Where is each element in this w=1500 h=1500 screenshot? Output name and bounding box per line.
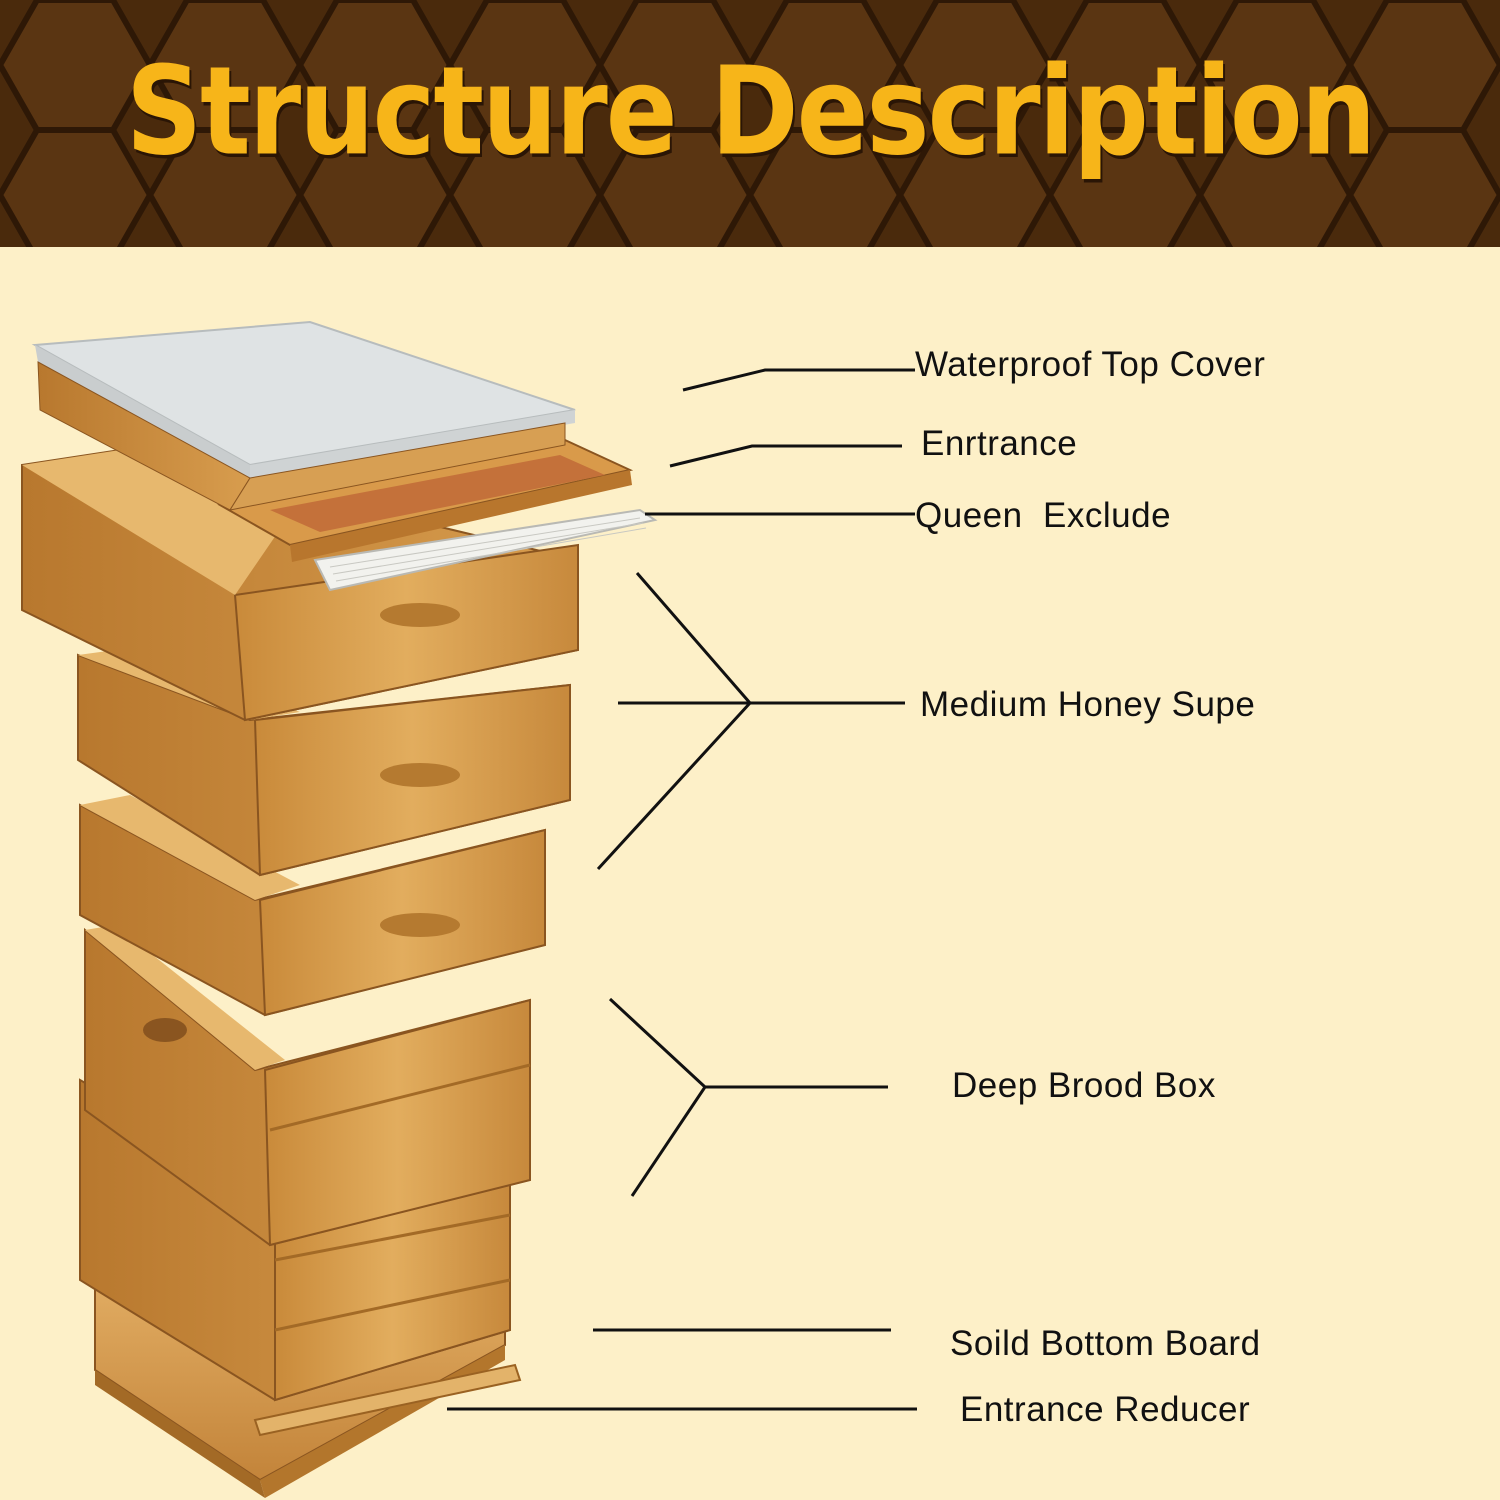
label-entrance-reducer: Entrance Reducer <box>960 1390 1251 1429</box>
brood-box-leader-lower <box>630 1086 707 1197</box>
top-cover <box>31 320 576 511</box>
page-title: Structure Description <box>125 40 1376 183</box>
label-solid-bottom-board: Soild Bottom Board <box>950 1324 1261 1363</box>
leader-lines <box>447 368 917 1411</box>
entrance-reducer <box>253 1363 522 1437</box>
label-deep-brood-box: Deep Brood Box <box>952 1066 1216 1105</box>
top-cover-leader <box>682 368 915 392</box>
honey-super-leader-upper <box>635 572 752 704</box>
brood-box-leader-upper <box>608 997 707 1089</box>
inner-cover <box>217 438 634 562</box>
deep-brood-box-upper <box>84 925 531 1247</box>
label-queen-excluder: Queen Exclude <box>915 496 1172 535</box>
entrance-leader <box>669 444 902 468</box>
diagram-area: Waterproof Top Cover Enrtrance Queen Exc… <box>0 247 1500 1500</box>
honey-super-leader-lower <box>596 701 752 871</box>
label-entrance: Enrtrance <box>921 424 1078 463</box>
header-banner: Structure Description <box>0 0 1500 247</box>
medium-honey-super-3 <box>79 795 546 1017</box>
medium-honey-super-1 <box>21 448 579 722</box>
honeycomb-pattern <box>0 0 1500 247</box>
queen-excluder <box>313 508 658 592</box>
label-medium-honey-super: Medium Honey Supe <box>920 685 1256 724</box>
label-waterproof-top-cover: Waterproof Top Cover <box>915 345 1266 384</box>
beehive-illustration <box>21 320 917 1498</box>
